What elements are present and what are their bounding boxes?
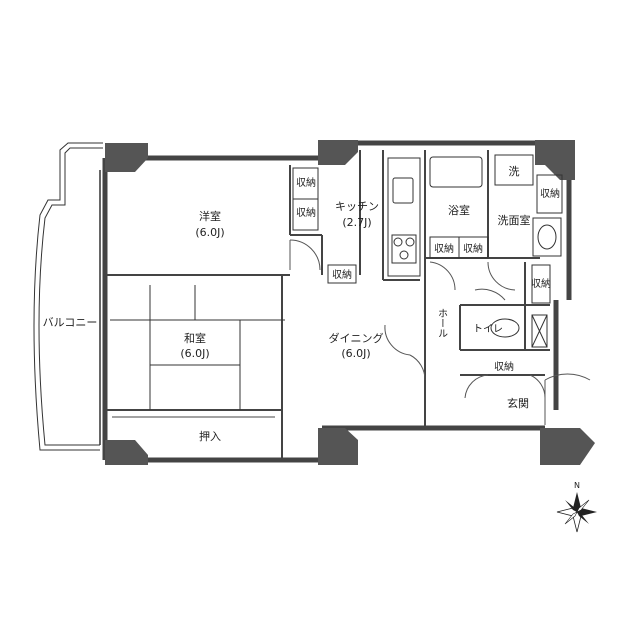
toilet-label: トイレ	[473, 324, 503, 335]
entrance-label: 玄関	[507, 396, 529, 410]
storage-label-bath-2: 収納	[463, 242, 483, 255]
storage-label-toilet: 収納	[531, 277, 551, 290]
japanese-room-label: 和室	[184, 331, 206, 345]
storage-label-kitchen: 収納	[332, 268, 352, 281]
washroom-label: 洗面室	[498, 213, 531, 227]
japanese-room-size: (6.0J)	[180, 347, 209, 360]
kitchen-label: キッチン	[335, 200, 379, 213]
toilet-cabinet	[531, 314, 548, 348]
storage-label-western-2: 収納	[296, 206, 316, 219]
wash-basin	[532, 217, 562, 257]
hall-label: ホール	[436, 308, 448, 338]
storage-label-bath-1: 収納	[434, 242, 454, 255]
dining-size: (6.0J)	[341, 347, 370, 360]
stove	[391, 234, 417, 264]
storage-wash-cell	[536, 174, 563, 214]
laundry-label: 洗	[509, 165, 520, 178]
interior-walls	[105, 150, 550, 460]
storage-label-wash: 収納	[540, 187, 560, 200]
balcony-label: バルコニー	[43, 316, 98, 329]
kitchen-size: (2.7J)	[342, 216, 371, 229]
storage-label-entrance: 収納	[494, 360, 514, 373]
balcony	[33, 142, 103, 451]
bathroom-label: 浴室	[448, 203, 470, 217]
pillars	[105, 140, 595, 465]
fixtures	[110, 154, 563, 410]
kitchen-sink	[392, 177, 414, 204]
exterior-walls	[102, 140, 572, 463]
storage-toilet-cell	[531, 264, 551, 304]
compass-north-label: N	[574, 481, 580, 490]
storage-kitchen-cell	[327, 264, 357, 284]
toilet-bowl	[490, 318, 520, 338]
dining-label: ダイニング	[329, 331, 384, 345]
oshiire-label: 押入	[199, 429, 221, 443]
bathtub	[429, 156, 483, 188]
compass-rose-icon	[556, 492, 597, 533]
western-room-size: (6.0J)	[195, 226, 224, 239]
storage-label-western-1: 収納	[296, 176, 316, 189]
doors	[289, 239, 591, 425]
western-room-label: 洋室	[199, 209, 221, 223]
laundry-space	[494, 154, 534, 186]
